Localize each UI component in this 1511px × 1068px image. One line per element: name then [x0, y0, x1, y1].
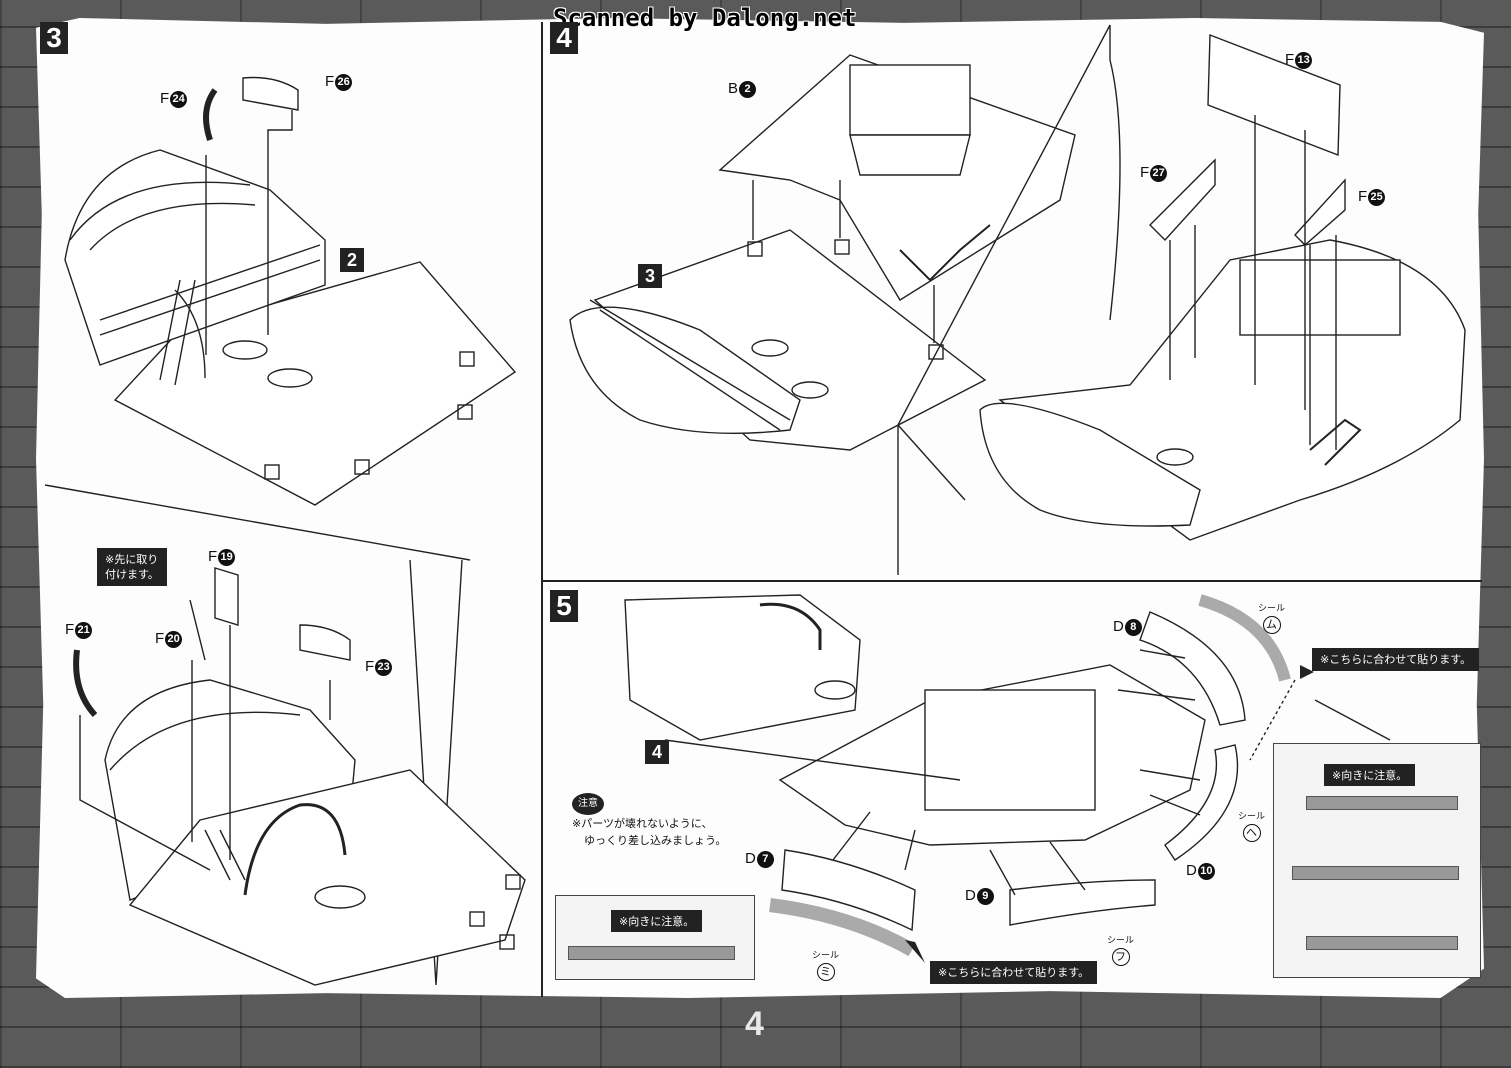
caution-line2: ゆっくり差し込みましょう。 [584, 834, 727, 847]
seal-strip-right-3 [1306, 936, 1458, 950]
align-note-top: ※こちらに合わせて貼ります。 [1312, 648, 1480, 671]
seal-mu-symbol: ム [1262, 616, 1281, 634]
seal-mu-label: シール [1258, 604, 1286, 614]
direction-note-left: ※向きに注意。 [611, 910, 703, 932]
part-d8-number: 8 [1124, 619, 1142, 636]
seal-mi-label: シール [812, 951, 840, 961]
step5-rail-assembly [624, 594, 1391, 957]
seal-mi-symbol: ミ [816, 963, 835, 981]
seal-strip-right-1 [1306, 796, 1458, 810]
part-f25-letter: F [1358, 188, 1368, 205]
part-f21-letter: F [65, 621, 75, 638]
vertical-divider [541, 22, 543, 997]
part-d8-letter: D [1113, 618, 1124, 635]
part-b2-number: 2 [739, 81, 757, 98]
seal-fu: シール フ [1107, 936, 1134, 966]
part-f13-number: 13 [1295, 52, 1313, 69]
step-3-number: 3 [40, 22, 68, 54]
part-f25-number: 25 [1368, 189, 1386, 206]
page-number: 4 [745, 1005, 764, 1043]
horizontal-divider [542, 580, 1482, 582]
step4-left-deck-assembly [569, 24, 1121, 575]
direction-notebox-left: ※向きに注意。 [555, 895, 755, 980]
step-4-sub-ref: 3 [638, 264, 662, 288]
part-f24-number: 24 [170, 91, 188, 108]
part-f26-number: 26 [335, 74, 353, 91]
seal-strip-left [568, 946, 735, 960]
pre-attach-callout-line2: 付けます。 [105, 568, 159, 581]
seal-he-label: シール [1238, 812, 1266, 822]
part-f19-letter: F [208, 548, 218, 565]
part-f21-number: 21 [75, 622, 93, 639]
seal-mu: シール ム [1258, 604, 1285, 634]
direction-notebox-right: ※向きに注意。 [1273, 743, 1481, 978]
caution-note: 注意 ※パーツが壊れないように、 ゆっくり差し込みましょう。 [572, 793, 726, 849]
seal-mi: シール ミ [812, 951, 839, 981]
seal-fu-symbol: フ [1111, 948, 1130, 966]
part-f27-number: 27 [1150, 165, 1168, 182]
part-f13-letter: F [1285, 51, 1295, 68]
part-f20-number: 20 [165, 631, 183, 648]
pre-attach-callout: ※先に取り 付けます。 [97, 548, 167, 586]
step-5-sub-ref: 4 [645, 740, 669, 764]
part-f23-letter: F [365, 658, 375, 675]
pre-attach-callout-line1: ※先に取り [105, 553, 159, 566]
seal-strip-right-2 [1292, 866, 1459, 880]
part-d7-number: 7 [756, 851, 774, 868]
part-d10-number: 10 [1197, 863, 1215, 880]
step3-bottom-ship-assembly [44, 484, 526, 986]
step-4-number: 4 [550, 22, 578, 54]
direction-note-right: ※向きに注意。 [1324, 764, 1416, 786]
part-d9-number: 9 [976, 888, 994, 905]
part-d10-letter: D [1186, 862, 1197, 879]
caution-line1: ※パーツが壊れないように、 [572, 817, 713, 830]
scan-credit: Scanned by Dalong.net [553, 4, 857, 32]
align-note-bottom: ※こちらに合わせて貼ります。 [930, 961, 1098, 984]
step4-right-deck-assembly [979, 33, 1466, 541]
seal-he: シール ヘ [1238, 812, 1265, 842]
part-f24-letter: F [160, 90, 170, 107]
seal-fu-label: シール [1107, 936, 1135, 946]
seal-he-symbol: ヘ [1242, 824, 1261, 842]
part-f19-number: 19 [218, 549, 236, 566]
part-d9-letter: D [965, 887, 976, 904]
caution-tag: 注意 [572, 793, 604, 815]
part-f27-letter: F [1140, 164, 1150, 181]
part-d7-letter: D [745, 850, 756, 867]
part-f26-letter: F [325, 73, 335, 90]
part-f23-number: 23 [375, 659, 393, 676]
part-b2-letter: B [728, 80, 739, 97]
part-f20-letter: F [155, 630, 165, 647]
step-3-sub-ref: 2 [340, 248, 364, 272]
step3-top-ship-assembly [64, 76, 517, 506]
step-5-number: 5 [550, 590, 578, 622]
